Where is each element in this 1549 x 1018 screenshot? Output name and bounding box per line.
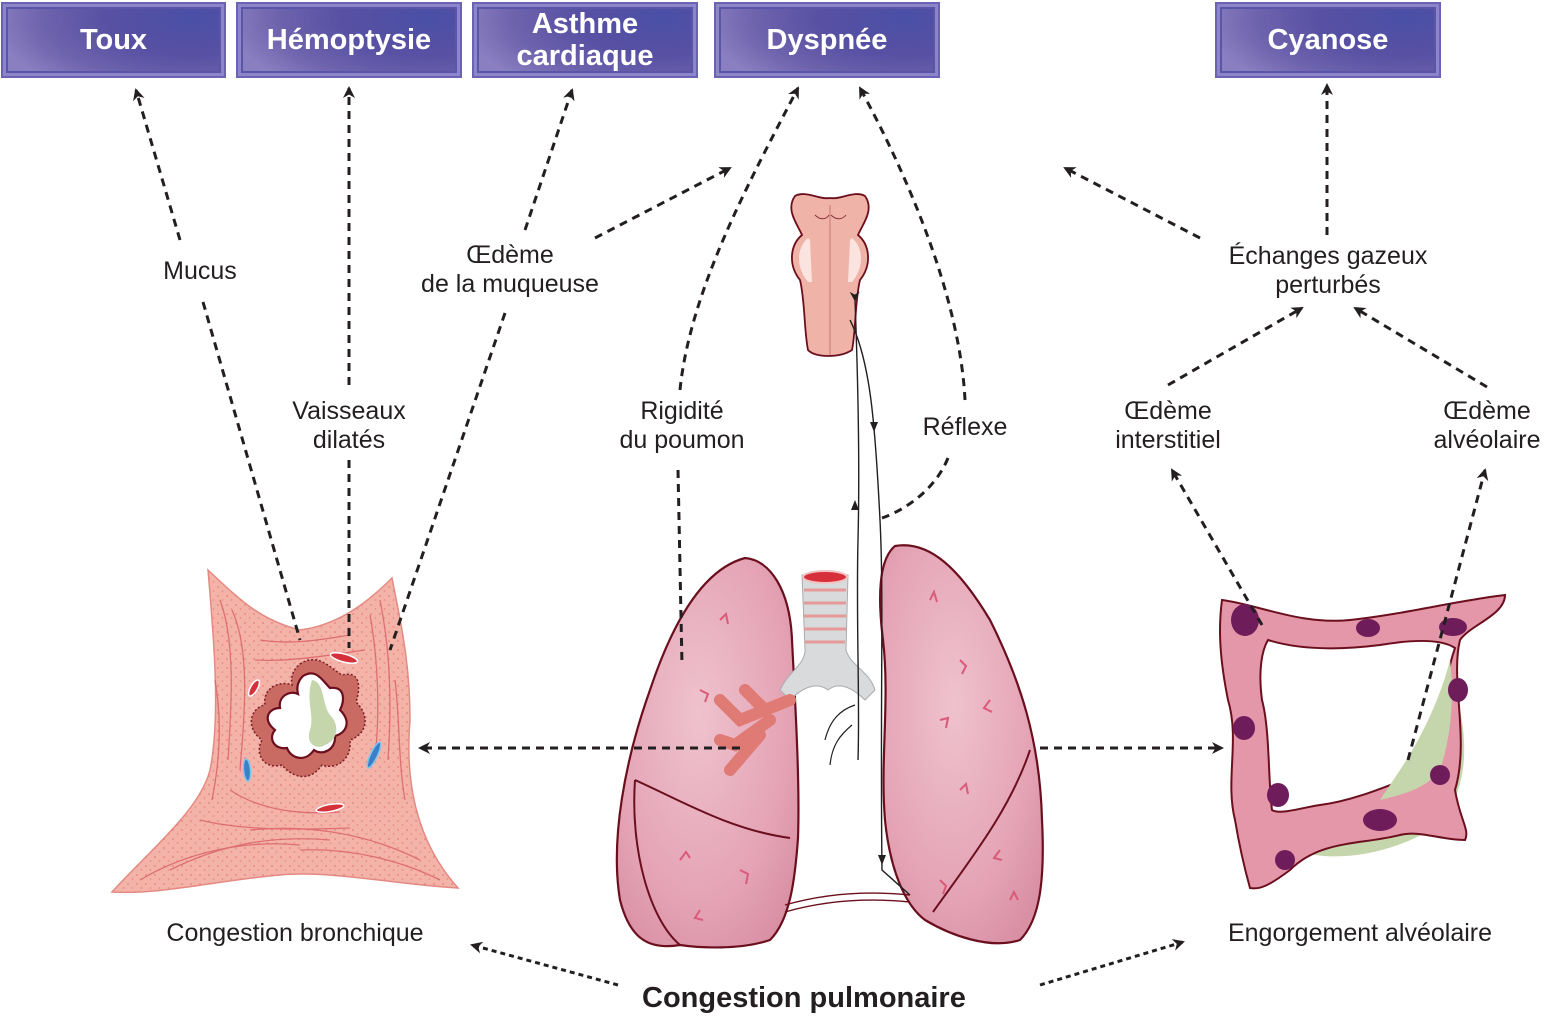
arrow-echanges-to-dyspnee (1063, 166, 1201, 240)
label-text: Engorgement alvéolaire (1227, 919, 1493, 947)
dilated-vessel-red (329, 651, 359, 665)
label-text: Réflexe (922, 413, 1008, 441)
cell-nuclei (1231, 604, 1468, 870)
symptom-label: Toux (79, 24, 148, 56)
label-text: Œdème (466, 241, 554, 269)
alveolus-cross-section-illustration (1219, 593, 1507, 890)
brainstem-illustration (790, 193, 870, 357)
arrow-interstitiel-to-echanges (1167, 306, 1304, 387)
arrow-alveolaire-to-echanges (1353, 306, 1488, 389)
symptom-box-dyspnee: Dyspnée (714, 2, 940, 78)
right-lung (615, 556, 800, 949)
label-engorgement-alveolaire: Engorgement alvéolaire (1200, 919, 1520, 948)
arrow-mucus-to-toux (133, 88, 182, 241)
lung-fissure (932, 749, 1031, 913)
mucus-deposit (308, 680, 337, 747)
trachea-opening (802, 570, 848, 584)
bronchial-tree (714, 684, 796, 776)
label-mucus: Mucus (140, 257, 260, 286)
arrow-alveolus-to-interstitiel (1170, 468, 1264, 626)
symptom-box-cyanose: Cyanose (1215, 2, 1441, 78)
label-text: Échanges gazeux (1228, 242, 1428, 270)
nerve-arrow-up-icon (851, 500, 859, 510)
vessel-blue (242, 758, 252, 782)
label-rigidite-poumon: Rigidité du poumon (597, 397, 767, 455)
label-oedeme-alveolaire: Œdème alvéolaire (1412, 397, 1549, 455)
arrow-congestion-to-bronchique (470, 941, 619, 987)
tracheal-rings (804, 588, 846, 644)
label-text: interstitiel (1115, 426, 1221, 454)
arrow-oedeme-to-dyspnee (594, 166, 732, 240)
symptom-label: Cyanose (1267, 24, 1389, 56)
lungs-illustration (615, 291, 1044, 949)
label-oedeme-muqueuse: Œdème de la muqueuse (390, 241, 630, 299)
label-reflexe: Réflexe (900, 413, 1030, 442)
label-text: dilatés (312, 426, 386, 454)
arrow-congestion-to-alveolaire (1039, 939, 1185, 987)
intra-alveolar-fluid (1380, 660, 1452, 800)
bronchial-cross-section-illustration (110, 568, 460, 894)
label-text: Mucus (163, 257, 237, 285)
brainstem-fold (814, 214, 847, 220)
nerve-arrow-down-icon (878, 855, 886, 865)
label-text: de la muqueuse (421, 270, 599, 298)
line-mucus-to-bronchus (201, 301, 302, 641)
trachea (779, 574, 876, 701)
efferent-nerve (849, 319, 911, 896)
line-rigidite-to-lung (676, 469, 684, 666)
tissue-fibers (139, 599, 441, 881)
label-vaisseaux-dilates: Vaisseaux dilatés (269, 397, 429, 455)
brainstem-highlight (799, 238, 812, 282)
lung-fissure (633, 779, 681, 946)
arrow-oedeme-to-asthme (523, 88, 575, 231)
symptom-box-asthme-cardiaque: Asthme cardiaque (472, 2, 698, 78)
label-text: Congestion bronchique (166, 919, 424, 947)
label-congestion-bronchique: Congestion bronchique (140, 919, 450, 948)
line-oedeme-to-mucosa (388, 312, 507, 651)
symptom-label: Asthme cardiaque (516, 8, 654, 72)
vessel-blue (366, 741, 382, 769)
label-text: Rigidité (640, 397, 724, 425)
label-echanges-gazeux: Échanges gazeux perturbés (1200, 242, 1456, 300)
label-text: alvéolaire (1433, 426, 1541, 454)
title-text: Congestion pulmonaire (642, 982, 966, 1014)
symptom-label: Hémoptysie (266, 24, 432, 56)
dilated-vessel-red (315, 803, 345, 813)
brainstem-highlight (848, 238, 861, 282)
afferent-nerve (849, 291, 860, 761)
diagram-title: Congestion pulmonaire (642, 982, 966, 1015)
symptom-box-hemoptysie: Hémoptysie (236, 2, 462, 78)
lung-fissure (634, 779, 791, 839)
symptom-label: Dyspnée (766, 24, 888, 56)
nerve-arrow-down-icon (870, 422, 878, 432)
vagal-fibers (824, 704, 856, 766)
label-oedeme-interstitiel: Œdème interstitiel (1093, 397, 1243, 455)
arrows (133, 83, 1489, 987)
diaphragm-line (784, 892, 911, 913)
dilated-vessel-red (247, 679, 261, 697)
label-text: Œdème (1443, 397, 1531, 425)
line-reflexe-to-nerve (881, 457, 950, 520)
label-text: du poumon (619, 426, 745, 454)
left-lung (879, 544, 1044, 945)
symptom-box-toux: Toux (1, 2, 226, 78)
arrow-rigidite-to-dyspnee (678, 86, 800, 391)
label-text: Œdème (1124, 397, 1212, 425)
arrow-reflexe-to-dyspnee (858, 86, 967, 401)
label-text: perturbés (1275, 271, 1381, 299)
label-text: Vaisseaux (292, 397, 406, 425)
